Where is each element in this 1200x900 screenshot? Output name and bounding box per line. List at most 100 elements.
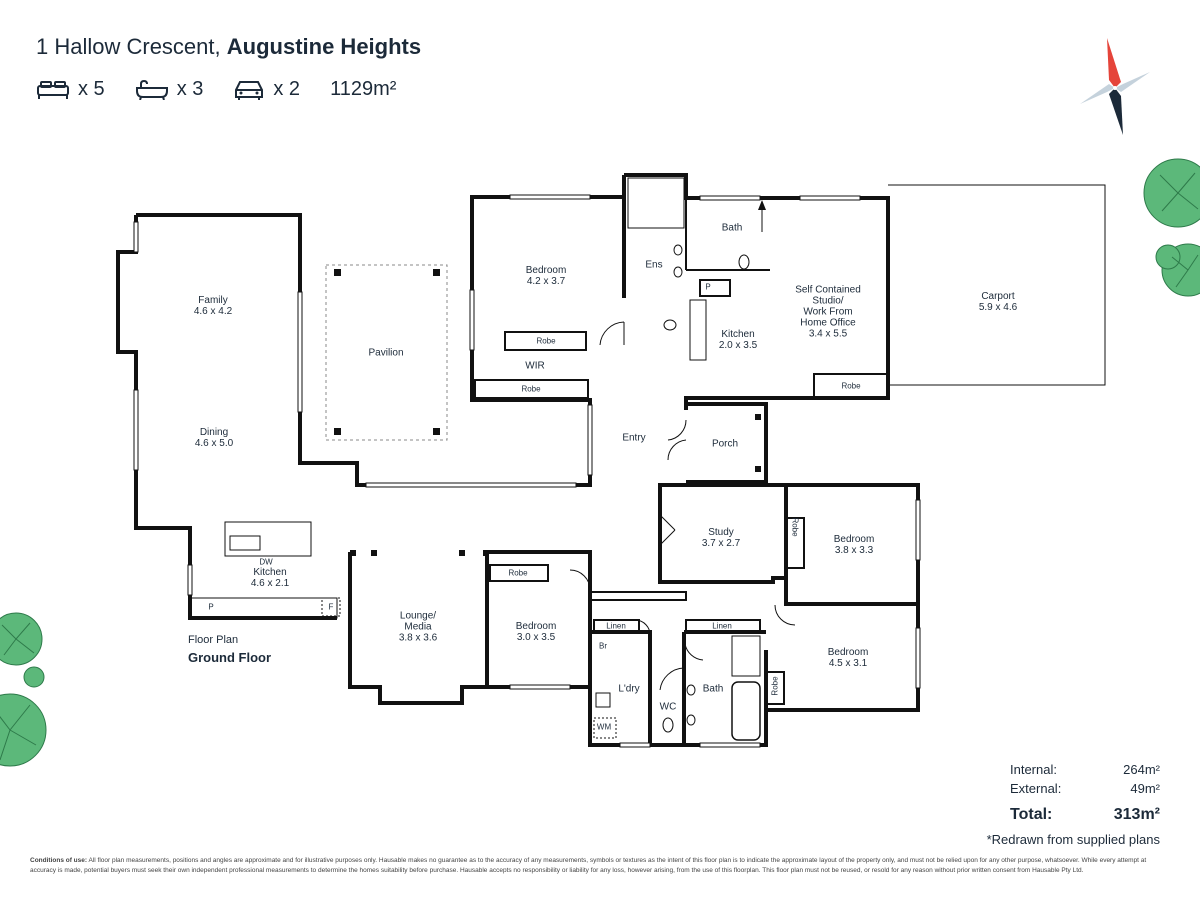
area-summary: Internal: 264m² External: 49m² Total: 313m² — [1010, 762, 1160, 828]
land-area: 1129m² — [330, 78, 397, 100]
pantry-label: P — [705, 282, 711, 292]
room-name: Studio/ — [812, 295, 844, 307]
fridge-label: F — [328, 602, 334, 612]
area-value: 313m² — [1113, 806, 1160, 823]
area-label: External: — [1010, 781, 1062, 796]
linen-label: Linen — [712, 621, 732, 631]
room-name: Lounge/ — [399, 610, 437, 622]
conditions-title: Conditions of use: — [30, 857, 88, 864]
dishwasher-label: DW — [259, 557, 273, 567]
room-name: Kitchen — [253, 567, 287, 578]
area-label: Internal: — [1010, 762, 1057, 777]
land-area-stat: 1129m² — [330, 78, 396, 101]
kitchen-island — [224, 521, 312, 557]
ens-wall — [624, 173, 890, 410]
redrawn-note: *Redrawn from supplied plans — [986, 832, 1160, 847]
car-stat: x 2 — [233, 78, 300, 101]
bedroom-right-wall — [786, 483, 920, 604]
address-suburb: Augustine Heights — [226, 34, 422, 59]
room-size: 3.4 x 5.5 — [808, 328, 848, 340]
room-size: 3.8 x 3.3 — [834, 545, 874, 556]
floor-name: Ground Floor — [188, 650, 272, 665]
car-icon — [235, 80, 264, 100]
room-size: 4.2 x 3.7 — [526, 276, 566, 287]
robe-label: Robe — [536, 336, 556, 346]
bathroom-count: x 3 — [176, 78, 204, 100]
room-porch: Porch — [711, 438, 739, 450]
robe-label: Robe — [790, 517, 800, 537]
room-wir: WIR — [525, 360, 545, 372]
room-size: 2.0 x 3.5 — [718, 340, 758, 351]
linen-label: Linen — [606, 621, 626, 631]
area-value: 49m² — [1130, 781, 1160, 796]
room-name: Family — [198, 295, 228, 306]
room-size: 4.6 x 5.0 — [194, 438, 234, 449]
room-wc: WC — [659, 701, 677, 713]
area-total-row: Total: 313m² — [1010, 806, 1160, 824]
bath-icon — [135, 79, 168, 100]
pantry-label: P — [208, 602, 214, 612]
room-name: Study — [708, 527, 734, 538]
area-internal-row: Internal: 264m² — [1010, 762, 1160, 777]
room-size: 3.7 x 2.7 — [701, 538, 741, 549]
robe-label: Robe — [841, 381, 861, 391]
pavilion-posts — [334, 269, 761, 556]
room-name: Bedroom — [525, 265, 567, 276]
address-title: 1 Hallow Crescent, Augustine Heights — [36, 34, 421, 60]
car-count: x 2 — [273, 78, 301, 100]
room-pavilion: Pavilion — [368, 347, 404, 359]
bed-icon — [37, 80, 69, 99]
tree-icon — [0, 612, 47, 767]
property-stats: x 5 x 3 x 2 1129m² — [36, 78, 426, 101]
bathtub — [731, 681, 761, 741]
room-size: 3.8 x 3.6 — [398, 632, 438, 644]
room-name: Carport — [981, 291, 1015, 302]
room-name: Home Office — [800, 317, 856, 329]
robe-label: Robe — [508, 568, 528, 578]
room-size: 4.5 x 3.1 — [828, 658, 868, 669]
west-outer-wall — [116, 215, 337, 620]
conditions-body: All floor plan measurements, positions a… — [30, 857, 1147, 874]
room-size: 3.0 x 3.5 — [516, 632, 556, 643]
carport-outline — [888, 184, 1106, 386]
broom-label: Br — [599, 641, 607, 651]
bedroom-count: x 5 — [78, 78, 105, 100]
robe-label: Robe — [770, 676, 780, 696]
conditions-text: Conditions of use: All floor plan measur… — [30, 856, 1170, 876]
room-name: Self Contained — [795, 284, 861, 296]
tree-icon — [1143, 158, 1200, 297]
room-size: 4.6 x 4.2 — [193, 306, 233, 317]
porch-wall — [684, 402, 768, 484]
room-name: Bedroom — [827, 647, 869, 658]
bathroom-stat: x 3 — [135, 78, 204, 101]
area-value: 264m² — [1123, 762, 1160, 777]
area-external-row: External: 49m² — [1010, 781, 1160, 796]
room-laundry: L'dry — [618, 683, 640, 695]
address-street: 1 Hallow Crescent, — [36, 34, 221, 59]
pavilion-outline — [325, 264, 448, 441]
bedroom-stat: x 5 — [36, 78, 105, 101]
room-bath-top: Bath — [721, 222, 743, 234]
room-bath-bottom: Bath — [702, 683, 724, 695]
room-size: 5.9 x 4.6 — [978, 302, 1018, 313]
room-name: Media — [404, 621, 432, 633]
robe-label: Robe — [521, 384, 541, 394]
room-name: Dining — [199, 427, 229, 438]
area-label: Total: — [1010, 806, 1053, 823]
room-entry: Entry — [622, 432, 646, 444]
washing-machine-label: WM — [596, 722, 612, 732]
room-ensuite: Ens — [645, 259, 663, 271]
